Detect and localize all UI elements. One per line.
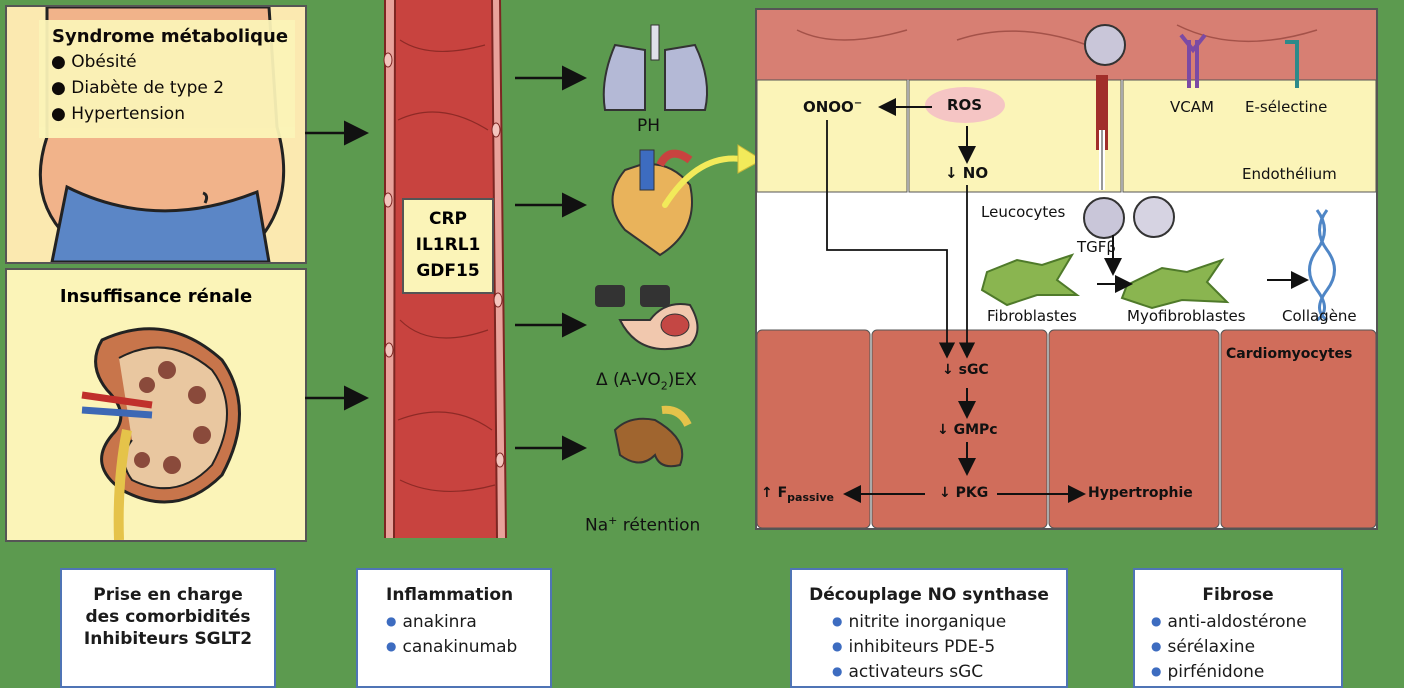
metabolic-item: ● Hypertension (51, 104, 185, 124)
sgc-label: ↓ sGC (942, 362, 989, 378)
inflammation-title: Inflammation (386, 585, 514, 605)
no-synthase-box: Découplage NO synthase nitrite inorganiq… (790, 568, 1068, 688)
vcam-label: VCAM (1170, 98, 1214, 116)
fibrose-item: sérélaxine (1151, 635, 1341, 660)
organ-illustrations (595, 24, 708, 468)
ros-label: ROS (947, 96, 983, 114)
biomarker-gdf15: GDF15 (416, 261, 480, 281)
kidney-retention-label: Na+ rétention (585, 514, 701, 536)
fpassive-label: ↑ Fpassive (761, 485, 834, 504)
renal-panel: Insuffisance rénale (5, 268, 307, 542)
comorbidities-line: des comorbidités (85, 607, 251, 627)
renal-title: Insuffisance rénale (59, 286, 253, 307)
hypertrophie-label: Hypertrophie (1088, 485, 1193, 501)
no-synthase-item: nitrite inorganique (832, 610, 1066, 635)
pkg-label: ↓ PKG (939, 485, 989, 501)
no-synthase-item: activateurs sGC (832, 660, 1066, 685)
metabolic-item: ● Diabète de type 2 (51, 78, 225, 98)
gmpc-label: ↓ GMPc (937, 422, 998, 438)
yellow-arrow (662, 144, 763, 208)
fibroblastes-label: Fibroblastes (987, 307, 1077, 325)
comorbidities-box: Prise en charge des comorbidités Inhibit… (60, 568, 276, 688)
cell-layers (757, 10, 1376, 528)
inflammation-item: anakinra (386, 610, 550, 635)
inflammation-item: canakinumab (386, 635, 550, 660)
fibrose-list: anti-aldostérone sérélaxine pirfénidone (1135, 610, 1341, 685)
metabolic-item: ● Obésité (51, 52, 137, 72)
inflammation-box: Inflammation anakinra canakinumab (356, 568, 552, 688)
main-arrows (305, 65, 587, 461)
metabolic-title: Syndrome métabolique (52, 26, 289, 47)
endothelium-label: Endothélium (1242, 165, 1337, 183)
lungs-label: PH (637, 116, 661, 136)
biomarker-il1rl1: IL1RL1 (415, 235, 481, 255)
inflammation-list: anakinra canakinumab (386, 610, 550, 660)
eselectin-label: E-sélectine (1245, 98, 1328, 116)
no-label: ↓ NO (945, 164, 989, 182)
no-synthase-title: Découplage NO synthase (809, 585, 1049, 605)
metabolic-text-box: Syndrome métabolique ● Obésité ● Diabète… (39, 20, 295, 138)
comorbidities-line: Prise en charge (93, 585, 243, 605)
no-synthase-item: inhibiteurs PDE-5 (832, 635, 1066, 660)
collagene-label: Collagène (1282, 307, 1357, 325)
cell-diagram: ONOO− ROS ↓ NO VCAM E-sélectine Endothél… (755, 8, 1378, 530)
fibrose-box: Fibrose anti-aldostérone sérélaxine pirf… (1133, 568, 1343, 688)
cardiomyocytes-label: Cardiomyocytes (1226, 346, 1353, 362)
fibrose-item: pirfénidone (1151, 660, 1341, 685)
leucocytes-label: Leucocytes (981, 203, 1066, 221)
fibrose-title: Fibrose (1202, 585, 1274, 605)
comorbidities-line: Inhibiteurs SGLT2 (83, 629, 253, 649)
onoo-label: ONOO− (803, 98, 863, 116)
biomarker-box: CRP IL1RL1 GDF15 (402, 198, 494, 294)
myofibroblastes-label: Myofibroblastes (1127, 307, 1246, 325)
biomarker-crp: CRP (428, 209, 468, 229)
no-synthase-list: nitrite inorganique inhibiteurs PDE-5 ac… (792, 610, 1066, 685)
muscle-label: Δ (A-VO2)EX (596, 370, 697, 393)
tgfb-label: TGFβ (1077, 238, 1116, 256)
fibrose-item: anti-aldostérone (1151, 610, 1341, 635)
pathway-arrows (826, 98, 1309, 503)
kidney-illustration (81, 327, 241, 540)
